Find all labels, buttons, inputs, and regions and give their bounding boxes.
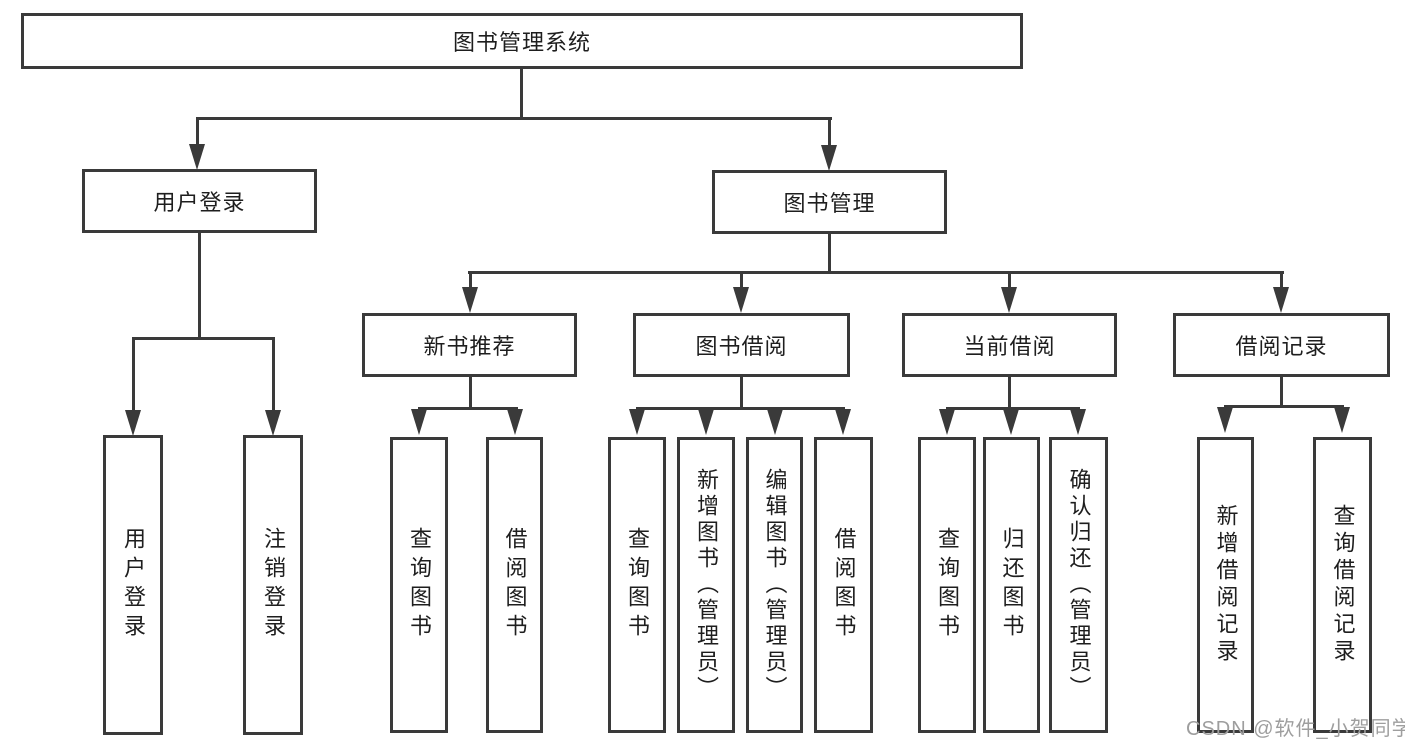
arrowhead-record [1273, 287, 1289, 313]
connector-user-login-stem [198, 233, 201, 339]
arrowhead-borrow [733, 287, 749, 313]
connector-borrow-stub [740, 271, 743, 289]
arrowhead-borrow-edit [767, 409, 783, 435]
connector-user-login-stub [196, 117, 199, 148]
arrowhead-user-login [189, 144, 205, 170]
connector-leaf-login-stub [132, 337, 135, 411]
connector-current-stub [1008, 271, 1011, 289]
node-current-borrow: 当前借阅 [902, 313, 1117, 377]
leaf-borrow-books-recommend: 借阅图书 [486, 437, 543, 733]
arrowhead-current-confirm [1070, 409, 1086, 435]
connector-current-split [946, 407, 1080, 410]
node-borrow-record: 借阅记录 [1173, 313, 1390, 377]
arrowhead-recommend-borrow [507, 409, 523, 435]
node-root: 图书管理系统 [21, 13, 1023, 69]
connector-record-stem [1280, 377, 1283, 407]
leaf-add-borrow-record: 新增借阅记录 [1197, 437, 1254, 733]
leaf-confirm-return-admin: 确认归还（管理员） [1049, 437, 1108, 733]
leaf-query-books-recommend: 查询图书 [390, 437, 448, 733]
leaf-add-books-admin: 新增图书（管理员） [677, 437, 735, 733]
arrowhead-record-add [1217, 407, 1233, 433]
arrowhead-borrow-add [698, 409, 714, 435]
connector-current-stem [1008, 377, 1011, 409]
connector-record-split [1224, 405, 1344, 408]
leaf-borrow-books: 借阅图书 [814, 437, 873, 733]
connector-level3-split [468, 271, 1284, 274]
leaf-user-login: 用户登录 [103, 435, 163, 735]
node-user-login: 用户登录 [82, 169, 317, 233]
arrowhead-current-query [939, 409, 955, 435]
connector-book-mgmt-stub [828, 117, 831, 149]
arrowhead-recommend-query [411, 409, 427, 435]
connector-borrow-stem [740, 377, 743, 409]
connector-user-login-split [132, 337, 275, 340]
connector-record-stub [1280, 271, 1283, 289]
arrowhead-leaf-logout [265, 410, 281, 436]
arrowhead-recommend [462, 287, 478, 313]
arrowhead-borrow-query [629, 409, 645, 435]
arrowhead-record-query [1334, 407, 1350, 433]
arrowhead-leaf-login [125, 410, 141, 436]
connector-recommend-split [418, 407, 518, 410]
arrowhead-current [1001, 287, 1017, 313]
arrowhead-book-mgmt [821, 145, 837, 171]
node-book-borrow: 图书借阅 [633, 313, 850, 377]
arrowhead-current-return [1003, 409, 1019, 435]
watermark: CSDN @软件_小贺同学 [1186, 718, 1405, 740]
leaf-query-books-current: 查询图书 [918, 437, 976, 733]
connector-root-stem [520, 69, 523, 118]
connector-recommend-stem [469, 377, 472, 409]
leaf-query-borrow-record: 查询借阅记录 [1313, 437, 1372, 733]
node-new-book-recommend: 新书推荐 [362, 313, 577, 377]
connector-book-mgmt-stem [828, 234, 831, 273]
connector-borrow-split [636, 407, 845, 410]
leaf-return-books: 归还图书 [983, 437, 1040, 733]
leaf-logout: 注销登录 [243, 435, 303, 735]
connector-recommend-stub [469, 271, 472, 289]
arrowhead-borrow-borrow [835, 409, 851, 435]
node-book-management: 图书管理 [712, 170, 947, 234]
connector-level2-split [196, 117, 832, 120]
leaf-query-books-borrow: 查询图书 [608, 437, 666, 733]
connector-leaf-logout-stub [272, 337, 275, 411]
leaf-edit-books-admin: 编辑图书（管理员） [746, 437, 803, 733]
